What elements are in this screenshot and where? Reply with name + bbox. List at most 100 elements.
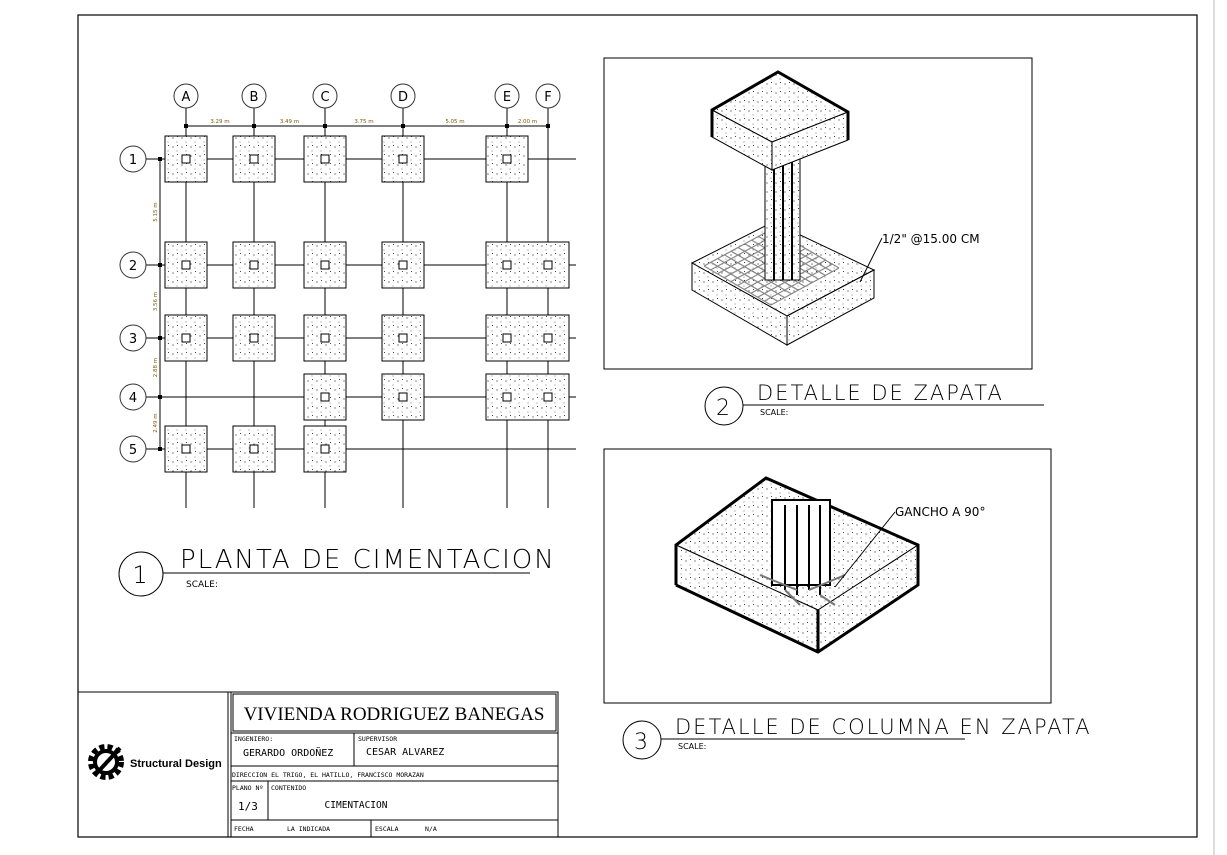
grid-bubble (494, 83, 520, 109)
grid-bubble (119, 324, 147, 352)
dimension-label: 3.56 m (153, 292, 159, 311)
column-mark (249, 333, 259, 343)
plan-title-block: 1 PLANTA DE CIMENTACION SCALE: (118, 545, 556, 597)
dimension-tick (158, 263, 162, 267)
dimension-tick (323, 124, 327, 128)
grid-bubble (119, 145, 147, 173)
grid-bubble (119, 435, 147, 463)
supervisor-name: CESAR ALVAREZ (366, 747, 444, 758)
view-number: 2 (716, 396, 732, 421)
column-mark (502, 392, 512, 402)
sheet-number: 1/3 (238, 800, 258, 813)
column-mark (249, 444, 259, 454)
dimension-label: 5.05 m (445, 119, 464, 125)
column-mark (320, 260, 330, 270)
detail-columna: GANCHO A 90° 3 DETALLE DE COLUMNA EN ZAP… (603, 448, 1092, 760)
dimension-tick (158, 395, 162, 399)
column-mark (398, 392, 408, 402)
supervisor-label: SUPERVISOR (358, 735, 397, 743)
column-mark (398, 333, 408, 343)
plan-scale-label: SCALE: (186, 580, 218, 590)
column-mark (181, 444, 191, 454)
detail-zapata-title: DETALLE DE ZAPATA (757, 381, 1004, 405)
project-name: VIVIENDA RODRIGUEZ BANEGAS (244, 704, 545, 725)
column-mark (398, 154, 408, 164)
dimension-label: 3.75 m (354, 119, 373, 125)
column-mark (249, 260, 259, 270)
grid-bubble (119, 383, 147, 411)
grid-label: E (503, 90, 511, 105)
grid-label: F (544, 90, 551, 105)
address: DIRECCION EL TRIGO, EL HATILLO, FRANCISC… (232, 771, 424, 779)
combined-footing (485, 241, 570, 289)
column-mark (181, 154, 191, 164)
date-label: FECHA (234, 825, 254, 833)
date: LA INDICADA (287, 825, 330, 833)
column-mark (181, 333, 191, 343)
rebar (770, 267, 840, 306)
grid-bubble (119, 251, 147, 279)
grid-label: B (250, 90, 259, 105)
dimension-tick (252, 124, 256, 128)
column-mark (543, 392, 553, 402)
grid-label: 5 (129, 443, 137, 458)
detail-columna-title: DETALLE DE COLUMNA EN ZAPATA (675, 715, 1092, 739)
view-number-circle (118, 551, 164, 597)
svg-text:Structural Design: Structural Design (130, 758, 222, 770)
column-mark (502, 154, 512, 164)
scale-label: ESCALA (375, 825, 399, 833)
grid-label: 1 (129, 153, 137, 168)
rebar (764, 263, 833, 302)
combined-footing (485, 373, 570, 421)
detail-zapata: 1/2" @15.00 CM 2 DETALLE DE ZAPATA SCALE… (603, 57, 1044, 426)
grid-bubble (535, 83, 561, 109)
column-mark (502, 260, 512, 270)
content-label: CONTENIDO (271, 784, 306, 792)
grid-label: C (320, 90, 329, 105)
column-mark (398, 260, 408, 270)
column-mark (320, 392, 330, 402)
view-number: 1 (132, 561, 149, 589)
structural-design-logo: Structural Design (88, 744, 222, 780)
scale-value: N/A (425, 825, 437, 833)
dimension-label: 2.88 m (153, 358, 159, 377)
sheet-label: PLANO Nº (232, 784, 263, 792)
engineer-name: GERARDO ORDOÑEZ (243, 746, 333, 759)
combined-footing (485, 314, 570, 362)
grid-bubble (390, 83, 416, 109)
column-mark (502, 333, 512, 343)
dimension-label: 5.15 m (153, 202, 159, 221)
grid-label: 2 (129, 259, 137, 274)
engineer-label: INGENIERO: (234, 735, 273, 743)
content: CIMENTACION (325, 800, 388, 811)
column-mark (320, 333, 330, 343)
rebar-spacing-annotation: 1/2" @15.00 CM (882, 232, 980, 246)
sheet-border (77, 14, 1198, 838)
grid-bubble (173, 83, 199, 109)
dimension-tick (158, 447, 162, 451)
dimension-tick (546, 124, 550, 128)
dimension-label: 3.49 m (280, 119, 299, 125)
grid-label: 3 (129, 332, 137, 347)
column-mark (543, 260, 553, 270)
view-number: 3 (634, 730, 650, 755)
dimension-tick (158, 157, 162, 161)
dimension-label: 3.29 m (210, 119, 229, 125)
dimension-tick (505, 124, 509, 128)
plan-title: PLANTA DE CIMENTACION (180, 545, 556, 575)
column-mark (320, 444, 330, 454)
dimension-tick (184, 124, 188, 128)
title-block: Structural Design VIVIENDA RODRIGUEZ BAN… (78, 691, 559, 838)
footing (303, 373, 347, 421)
dimension-tick (401, 124, 405, 128)
footing (232, 135, 276, 183)
grid-bubble (312, 83, 338, 109)
hook-annotation: GANCHO A 90° (895, 505, 985, 519)
grid-label: 4 (129, 391, 137, 406)
grid-bubble (241, 83, 267, 109)
column-mark (543, 333, 553, 343)
dimension-label: 2.00 m (518, 119, 537, 125)
dimension-label: 2.49 m (153, 413, 159, 432)
